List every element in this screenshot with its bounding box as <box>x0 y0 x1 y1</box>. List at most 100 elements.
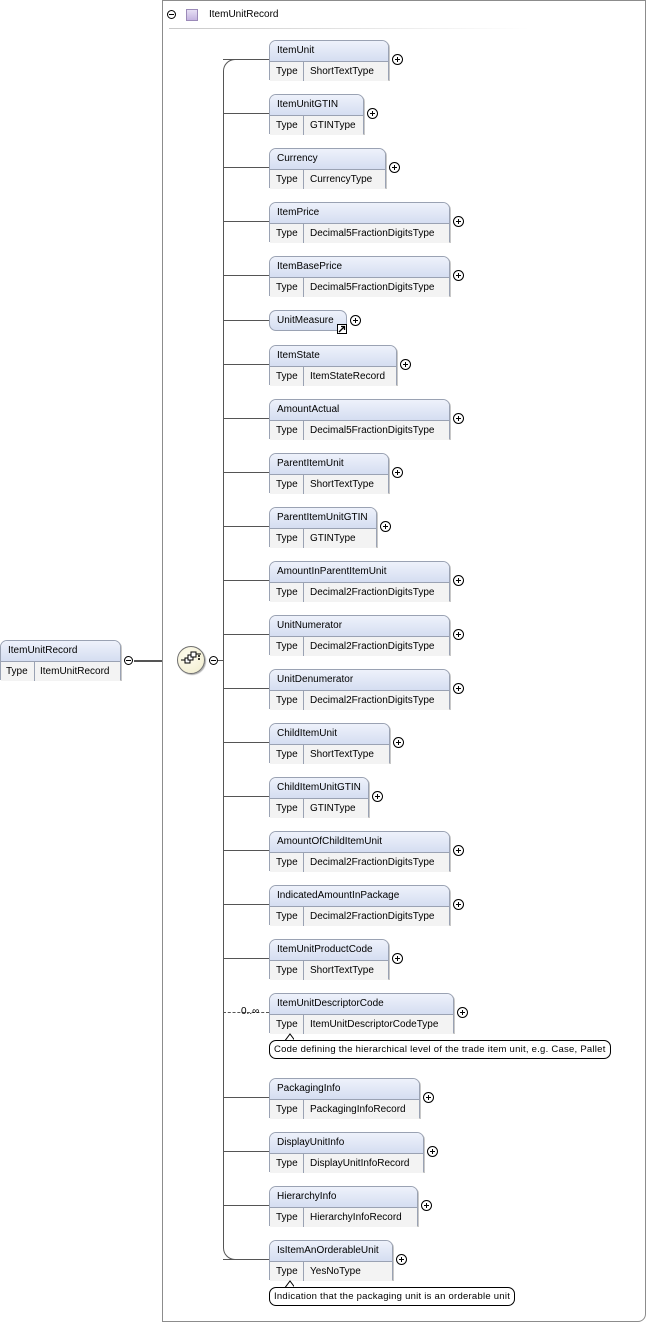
type-value: YesNoType <box>310 1266 361 1277</box>
type-value: Decimal2FractionDigitsType <box>310 911 435 922</box>
expand-button[interactable] <box>380 521 391 532</box>
expand-button[interactable] <box>453 845 464 856</box>
expand-button[interactable] <box>392 953 403 964</box>
type-key: Type <box>270 961 304 980</box>
element-name: IndicatedAmountInPackage <box>270 886 449 907</box>
complex-type-header: ItemUnitRecord <box>163 1 523 29</box>
root-element-box[interactable]: ItemUnitRecord Type ItemUnitRecord <box>0 640 121 681</box>
type-key: Type <box>270 1208 304 1227</box>
type-key: Type <box>270 1100 304 1119</box>
documentation-note: Code defining the hierarchical level of … <box>269 1040 611 1059</box>
type-value: DisplayUnitInfoRecord <box>310 1158 410 1169</box>
type-key: Type <box>270 224 304 243</box>
type-value: Decimal5FractionDigitsType <box>310 425 435 436</box>
root-collapse-button[interactable] <box>124 656 133 665</box>
expand-button[interactable] <box>453 683 464 694</box>
sequence-spine <box>223 59 269 1260</box>
element-name: ItemUnitProductCode <box>270 940 388 961</box>
expand-button[interactable] <box>396 1254 407 1265</box>
element-name: ItemUnit <box>270 41 388 62</box>
sequence-icon <box>181 651 201 664</box>
element-UnitMeasure[interactable]: UnitMeasure <box>269 310 347 331</box>
branch-line <box>223 850 269 851</box>
expand-button[interactable] <box>453 216 464 227</box>
expand-button[interactable] <box>392 54 403 65</box>
expand-button[interactable] <box>453 270 464 281</box>
expand-button[interactable] <box>457 1007 468 1018</box>
branch-line <box>223 113 269 114</box>
reference-arrow-icon <box>337 324 347 334</box>
type-key: Type <box>270 421 304 440</box>
expand-button[interactable] <box>367 108 378 119</box>
branch-line <box>223 526 269 527</box>
expand-button[interactable] <box>421 1200 432 1211</box>
branch-line <box>223 364 269 365</box>
type-key: Type <box>270 170 304 189</box>
expand-button[interactable] <box>372 791 383 802</box>
type-key: Type <box>270 1154 304 1173</box>
header-divider <box>169 28 529 29</box>
type-value: Decimal2FractionDigitsType <box>310 695 435 706</box>
branch-line <box>223 1097 269 1098</box>
root-type-key: Type <box>1 662 35 681</box>
expand-button[interactable] <box>400 359 411 370</box>
expand-button[interactable] <box>453 629 464 640</box>
branch-line <box>223 167 269 168</box>
element-name: ItemUnitGTIN <box>270 95 363 116</box>
element-name: AmountActual <box>270 400 449 421</box>
sequence-compositor[interactable] <box>177 646 205 674</box>
branch-line <box>223 1205 269 1206</box>
element-name: ParentItemUnit <box>270 454 388 475</box>
expand-button[interactable] <box>393 737 404 748</box>
type-key: Type <box>270 745 304 764</box>
expand-button[interactable] <box>350 315 361 326</box>
root-connector <box>134 660 178 662</box>
expand-button[interactable] <box>453 575 464 586</box>
sequence-collapse-button[interactable] <box>209 656 218 665</box>
type-value: ShortTextType <box>310 749 374 760</box>
root-element-name: ItemUnitRecord <box>1 641 120 662</box>
expand-button[interactable] <box>423 1092 434 1103</box>
element-type-row: Type ShortTextType <box>270 745 389 764</box>
type-key: Type <box>270 799 304 818</box>
expand-button[interactable] <box>427 1146 438 1157</box>
expand-button[interactable] <box>453 899 464 910</box>
expand-button[interactable] <box>453 413 464 424</box>
expand-button[interactable] <box>389 162 400 173</box>
complex-type-collapse-button[interactable] <box>167 10 176 19</box>
element-name: PackagingInfo <box>270 1079 419 1100</box>
type-value: GTINType <box>310 120 356 131</box>
type-value: ShortTextType <box>310 965 374 976</box>
documentation-pointer <box>284 1280 294 1288</box>
branch-line <box>223 958 269 959</box>
expand-button[interactable] <box>392 467 403 478</box>
